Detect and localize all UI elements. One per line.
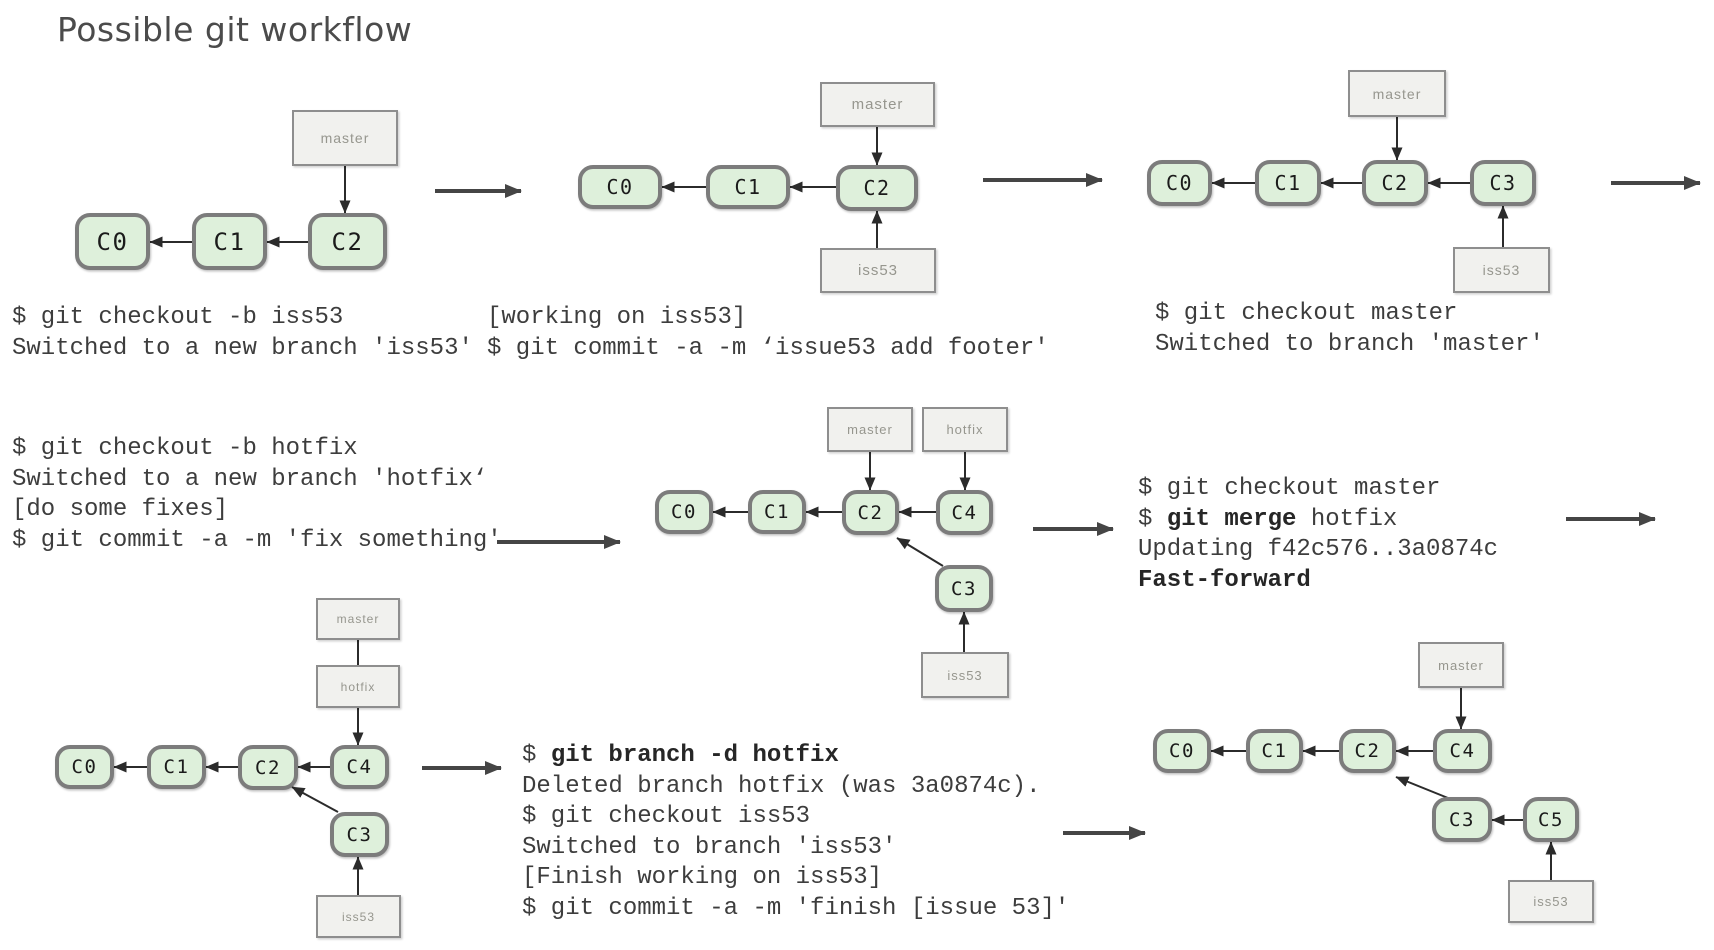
commit-node-C4: C4 xyxy=(936,490,993,535)
terminal-text: [do some fixes] xyxy=(12,496,229,523)
terminal-line: Updating f42c576..3a0874c xyxy=(1138,535,1498,566)
commit-node-C3: C3 xyxy=(1470,160,1536,206)
branch-label-master: master xyxy=(1348,70,1446,117)
terminal-line: Fast-forward xyxy=(1138,566,1498,597)
commit-node-C0: C0 xyxy=(55,745,114,789)
branch-label-master: master xyxy=(292,110,398,166)
commit-node-C0: C0 xyxy=(1153,729,1211,773)
terminal-text: Switched to a new branch 'hotfix‘ xyxy=(12,465,488,493)
terminal-line: $ git checkout -b hotfix xyxy=(12,434,502,465)
terminal-line: Switched to branch 'iss53' xyxy=(522,833,1069,864)
commit-node-C2: C2 xyxy=(1339,729,1396,773)
terminal-text: Switched to branch 'iss53' xyxy=(522,833,897,861)
terminal-text: $ xyxy=(1138,505,1167,533)
terminal-text: $ git commit -a -m 'finish [issue 53]' xyxy=(522,894,1070,922)
commit-node-C1: C1 xyxy=(147,745,206,789)
commit-node-C5: C5 xyxy=(1523,797,1579,842)
terminal-line: $ git commit -a -m ‘issue53 add footer' xyxy=(487,334,1049,365)
branch-label-hotfix: hotfix xyxy=(922,407,1008,452)
branch-label-master: master xyxy=(316,598,400,640)
branch-label-master: master xyxy=(1418,642,1504,688)
terminal-text: $ git checkout master xyxy=(1155,300,1458,327)
terminal-text: $ git checkout -b hotfix xyxy=(12,435,358,462)
terminal-text: hotfix xyxy=(1296,505,1398,533)
branch-label-iss53: iss53 xyxy=(921,652,1009,698)
terminal-text: $ xyxy=(522,742,551,769)
commit-node-C2: C2 xyxy=(308,213,387,270)
commit-node-C0: C0 xyxy=(578,165,662,209)
commit-edge xyxy=(1395,776,1449,799)
commit-node-C4: C4 xyxy=(330,745,389,789)
commit-node-C2: C2 xyxy=(836,165,918,211)
commit-node-C2: C2 xyxy=(1362,160,1428,206)
terminal-line: Switched to a new branch 'hotfix‘ xyxy=(12,465,502,496)
terminal-text: $ git checkout master xyxy=(1138,475,1441,502)
terminal-text: $ git checkout -b iss53 xyxy=(12,304,344,331)
terminal-text: $ git commit -a -m ‘issue53 add footer' xyxy=(487,334,1049,362)
commit-node-C1: C1 xyxy=(1255,160,1321,206)
terminal-line: Switched to branch 'master' xyxy=(1155,330,1544,361)
commit-node-C0: C0 xyxy=(75,213,150,270)
commit-node-C2: C2 xyxy=(842,490,899,535)
terminal-text: Deleted branch hotfix (was 3a0874c). xyxy=(522,772,1041,800)
commit-node-C3: C3 xyxy=(330,812,389,857)
page-title: Possible git workflow xyxy=(57,10,413,49)
commit-node-C1: C1 xyxy=(706,165,790,209)
branch-label-iss53: iss53 xyxy=(1508,880,1594,923)
terminal-text: $ git commit -a -m 'fix something' xyxy=(12,526,502,554)
terminal-line: $ git checkout master xyxy=(1138,474,1498,505)
branch-label-master: master xyxy=(820,82,935,127)
terminal-line: $ git checkout iss53 xyxy=(522,802,1069,833)
commit-node-C4: C4 xyxy=(1433,729,1492,773)
commit-node-C1: C1 xyxy=(1246,729,1303,773)
terminal-text-bold: git branch -d hotfix xyxy=(550,742,839,769)
terminal-line: $ git checkout -b iss53 xyxy=(12,303,473,334)
terminal-line: $ git commit -a -m 'finish [issue 53]' xyxy=(522,894,1069,925)
terminal-text: Switched to a new branch 'iss53' xyxy=(12,334,473,362)
terminal-line: [Finish working on iss53] xyxy=(522,863,1069,894)
terminal-line: $ git branch -d hotfix xyxy=(522,741,1069,772)
terminal-line: [do some fixes] xyxy=(12,495,502,526)
branch-label-master: master xyxy=(827,407,913,452)
branch-label-hotfix: hotfix xyxy=(316,665,400,708)
terminal-text-bold: git merge xyxy=(1166,505,1297,533)
terminal-line: Deleted branch hotfix (was 3a0874c). xyxy=(522,772,1069,803)
terminal-text-bold: Fast-forward xyxy=(1138,566,1311,594)
terminal-text: Switched to branch 'master' xyxy=(1155,330,1544,358)
commit-node-C2: C2 xyxy=(238,745,298,790)
branch-label-iss53: iss53 xyxy=(1453,247,1550,293)
branch-label-iss53: iss53 xyxy=(316,895,401,938)
commit-node-C0: C0 xyxy=(655,490,713,534)
terminal-text-2: [working on iss53] $ git commit -a -m ‘is… xyxy=(487,303,1049,364)
commit-node-C3: C3 xyxy=(1432,797,1492,842)
terminal-text: [working on iss53] xyxy=(487,304,747,331)
commit-node-C1: C1 xyxy=(192,213,267,270)
terminal-line: $ git merge hotfix xyxy=(1138,505,1498,536)
terminal-line: Switched to a new branch 'iss53' xyxy=(12,334,473,365)
terminal-line: [working on iss53] xyxy=(487,303,1049,334)
terminal-text: $ git checkout iss53 xyxy=(522,803,811,830)
terminal-line: $ git commit -a -m 'fix something' xyxy=(12,526,502,557)
commit-node-C1: C1 xyxy=(748,490,806,534)
commit-edge xyxy=(291,786,339,813)
branch-label-iss53: iss53 xyxy=(820,248,936,293)
commit-edge xyxy=(896,537,944,567)
terminal-text: Updating f42c576..3a0874c xyxy=(1138,536,1499,563)
terminal-text: [Finish working on iss53] xyxy=(522,864,883,891)
terminal-line: $ git checkout master xyxy=(1155,299,1544,330)
commit-node-C0: C0 xyxy=(1147,160,1212,206)
commit-node-C3: C3 xyxy=(935,565,993,612)
